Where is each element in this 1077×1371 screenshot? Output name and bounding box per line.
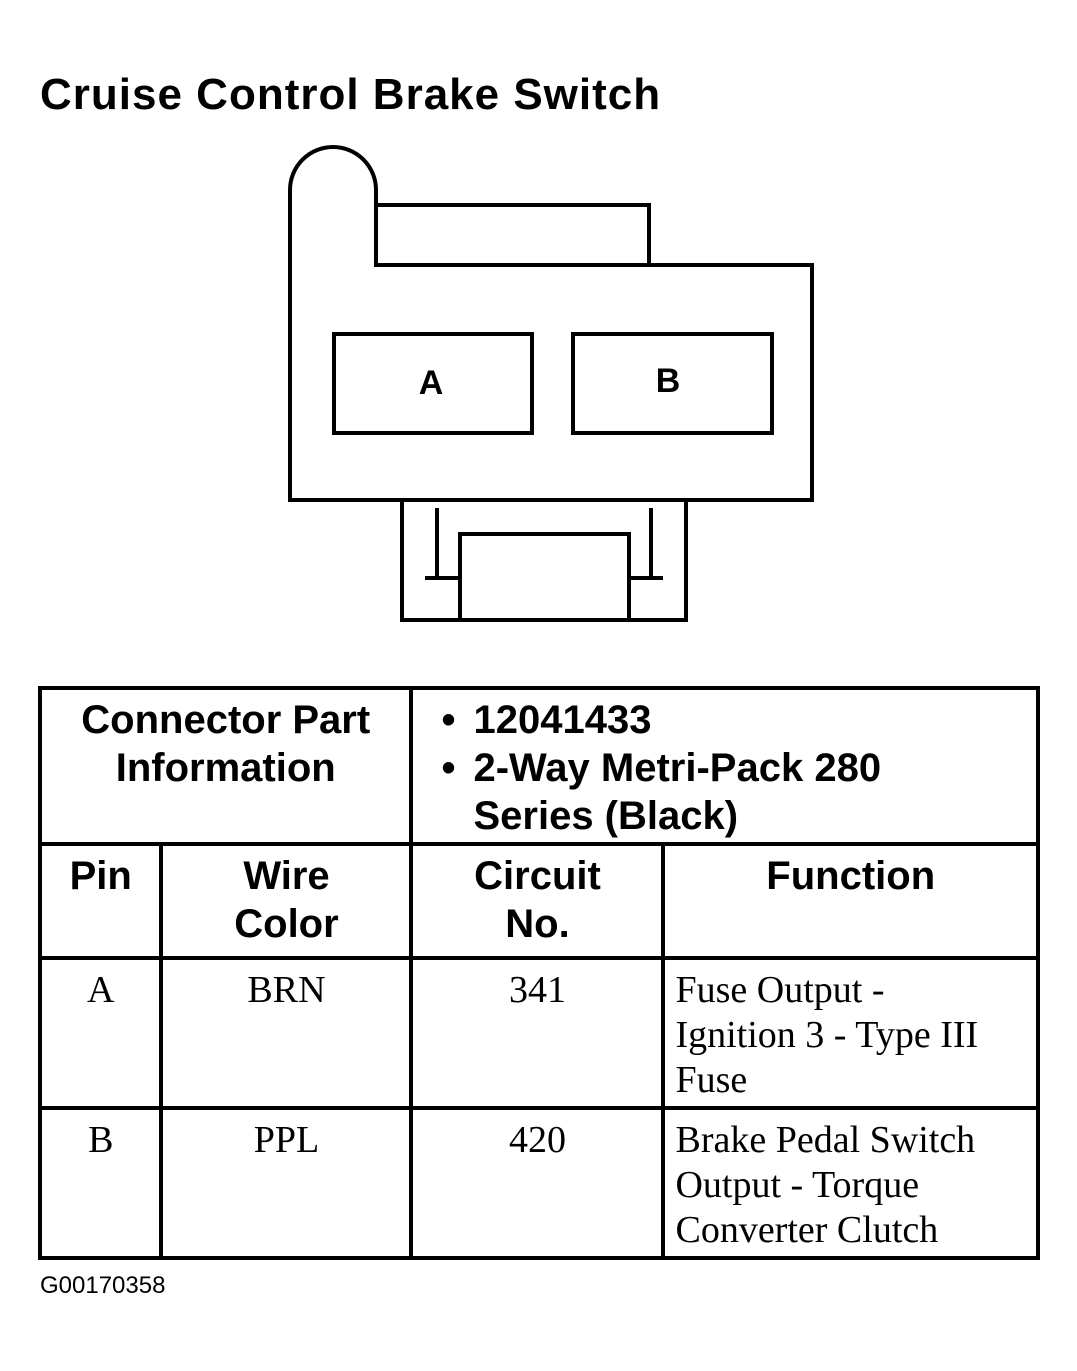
figure-id: G00170358 bbox=[40, 1272, 166, 1299]
bullet-icon: • bbox=[441, 698, 456, 742]
connector-part-label-line1: Connector Part bbox=[81, 698, 371, 742]
header-wire-color: Wire Color bbox=[159, 842, 414, 960]
row-a-wire-color: BRN bbox=[159, 956, 414, 1110]
part-info-row: Connector Part Information • 12041433 • 2-… bbox=[37, 686, 1040, 846]
connector-body-outline bbox=[288, 145, 814, 502]
part-number: 12041433 bbox=[473, 698, 652, 742]
pin-label-b: B bbox=[656, 362, 681, 400]
part-description-cont: Series (Black) bbox=[473, 792, 1036, 840]
pin-cavity-a bbox=[332, 332, 534, 435]
header-circuit-line1: Circuit bbox=[474, 854, 601, 898]
table-row: A BRN 341 Fuse Output - Ignition 3 - Typ… bbox=[37, 956, 1040, 1110]
row-b-function-line2: Output - Torque bbox=[675, 1164, 920, 1206]
connector-part-label-line2: Information bbox=[115, 746, 336, 790]
row-a-function-line2: Ignition 3 - Type III bbox=[675, 1014, 979, 1056]
connector-part-label-cell: Connector Part Information bbox=[37, 686, 414, 846]
connector-latch bbox=[376, 203, 651, 265]
connector-info-table: Connector Part Information • 12041433 • 2-… bbox=[37, 686, 1040, 1260]
row-a-function-line1: Fuse Output - bbox=[675, 969, 885, 1011]
row-b-function: Brake Pedal Switch Output - Torque Conve… bbox=[661, 1106, 1040, 1260]
header-wire-color-line1: Wire bbox=[243, 854, 330, 898]
part-description-item: • 2-Way Metri-Pack 280 bbox=[441, 744, 1036, 792]
row-b-pin: B bbox=[37, 1106, 164, 1260]
row-b-function-line3: Converter Clutch bbox=[675, 1209, 939, 1251]
bullet-icon: • bbox=[441, 746, 456, 790]
part-description-line1: 2-Way Metri-Pack 280 bbox=[473, 746, 882, 790]
column-header-row: Pin Wire Color Circuit No. Function bbox=[37, 842, 1040, 960]
table-row: B PPL 420 Brake Pedal Switch Output - To… bbox=[37, 1106, 1040, 1260]
header-wire-color-line2: Color bbox=[234, 902, 339, 946]
row-a-function: Fuse Output - Ignition 3 - Type III Fuse bbox=[661, 956, 1040, 1110]
header-pin: Pin bbox=[37, 842, 164, 960]
pin-label-a: A bbox=[419, 364, 444, 402]
row-a-pin: A bbox=[37, 956, 164, 1110]
header-circuit-no: Circuit No. bbox=[409, 842, 666, 960]
row-b-circuit: 420 bbox=[409, 1106, 666, 1260]
part-description-line2: Series (Black) bbox=[473, 794, 739, 838]
header-function: Function bbox=[661, 842, 1040, 960]
diagram-title: Cruise Control Brake Switch bbox=[40, 70, 662, 119]
header-circuit-line2: No. bbox=[505, 902, 570, 946]
part-number-item: • 12041433 bbox=[441, 696, 1036, 744]
row-b-function-line1: Brake Pedal Switch bbox=[675, 1119, 976, 1161]
connector-key-inner bbox=[458, 532, 631, 620]
row-b-wire-color: PPL bbox=[159, 1106, 414, 1260]
connector-face-diagram: A B bbox=[288, 145, 814, 622]
row-a-circuit: 341 bbox=[409, 956, 666, 1110]
part-info-cell: • 12041433 • 2-Way Metri-Pack 280 Series (… bbox=[409, 686, 1040, 846]
row-a-function-line3: Fuse bbox=[675, 1059, 748, 1101]
connector-key-outer bbox=[400, 500, 688, 622]
pin-cavity-b bbox=[571, 332, 774, 435]
